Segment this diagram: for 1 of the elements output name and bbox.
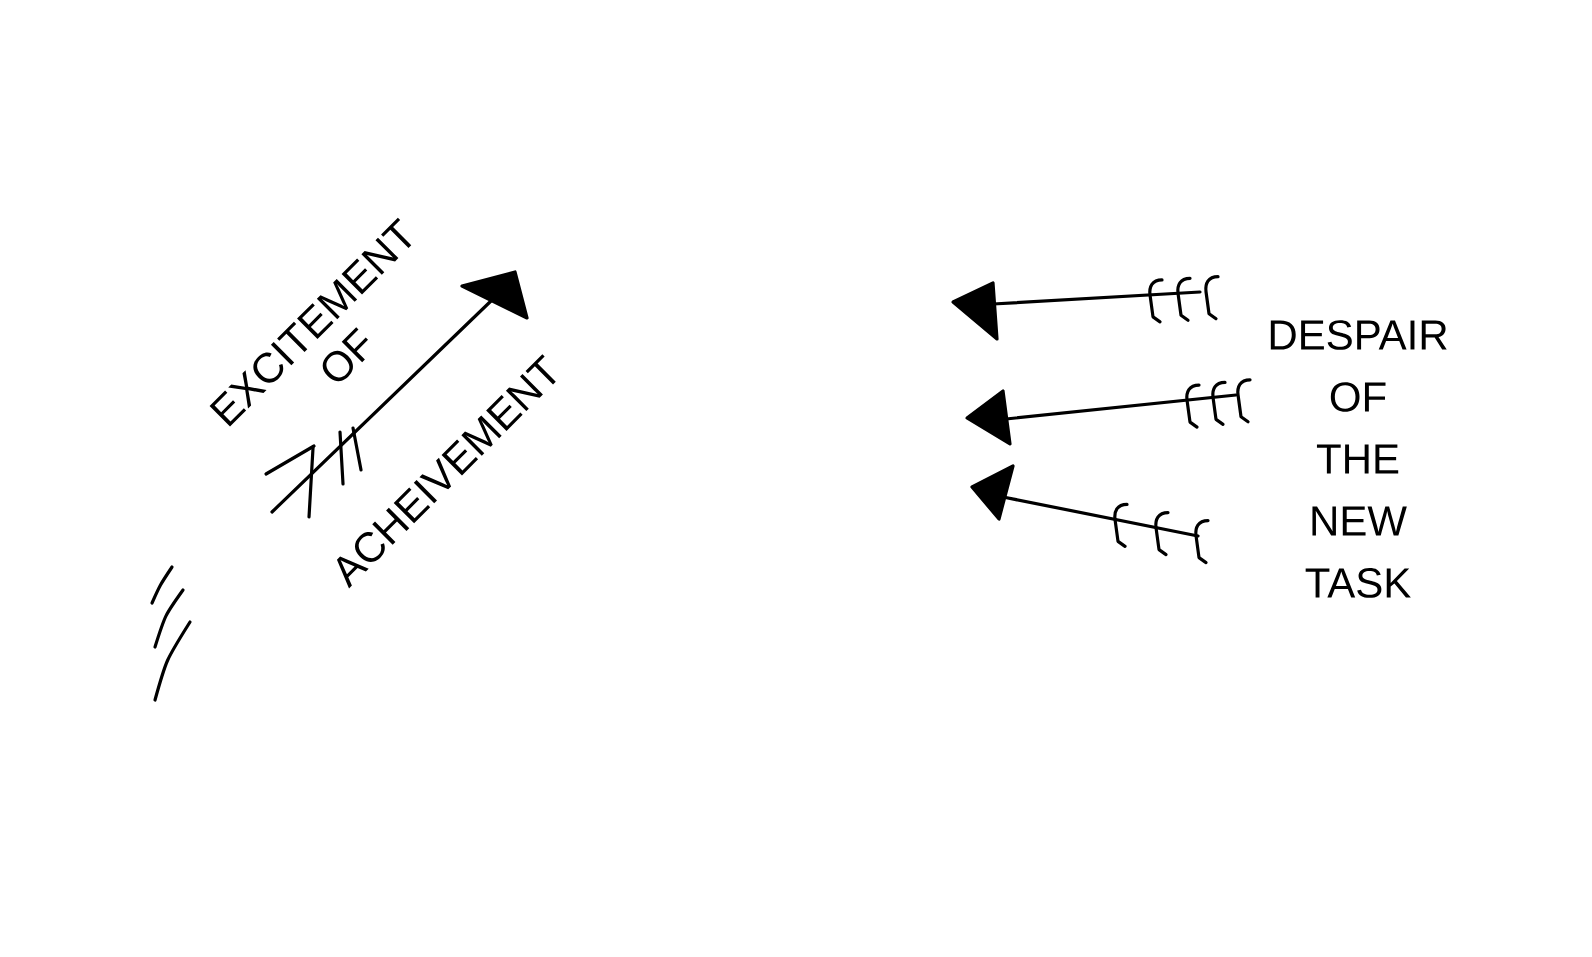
arrow-label: DESPAIR OF THE NEW TASK: [1270, 320, 1447, 598]
